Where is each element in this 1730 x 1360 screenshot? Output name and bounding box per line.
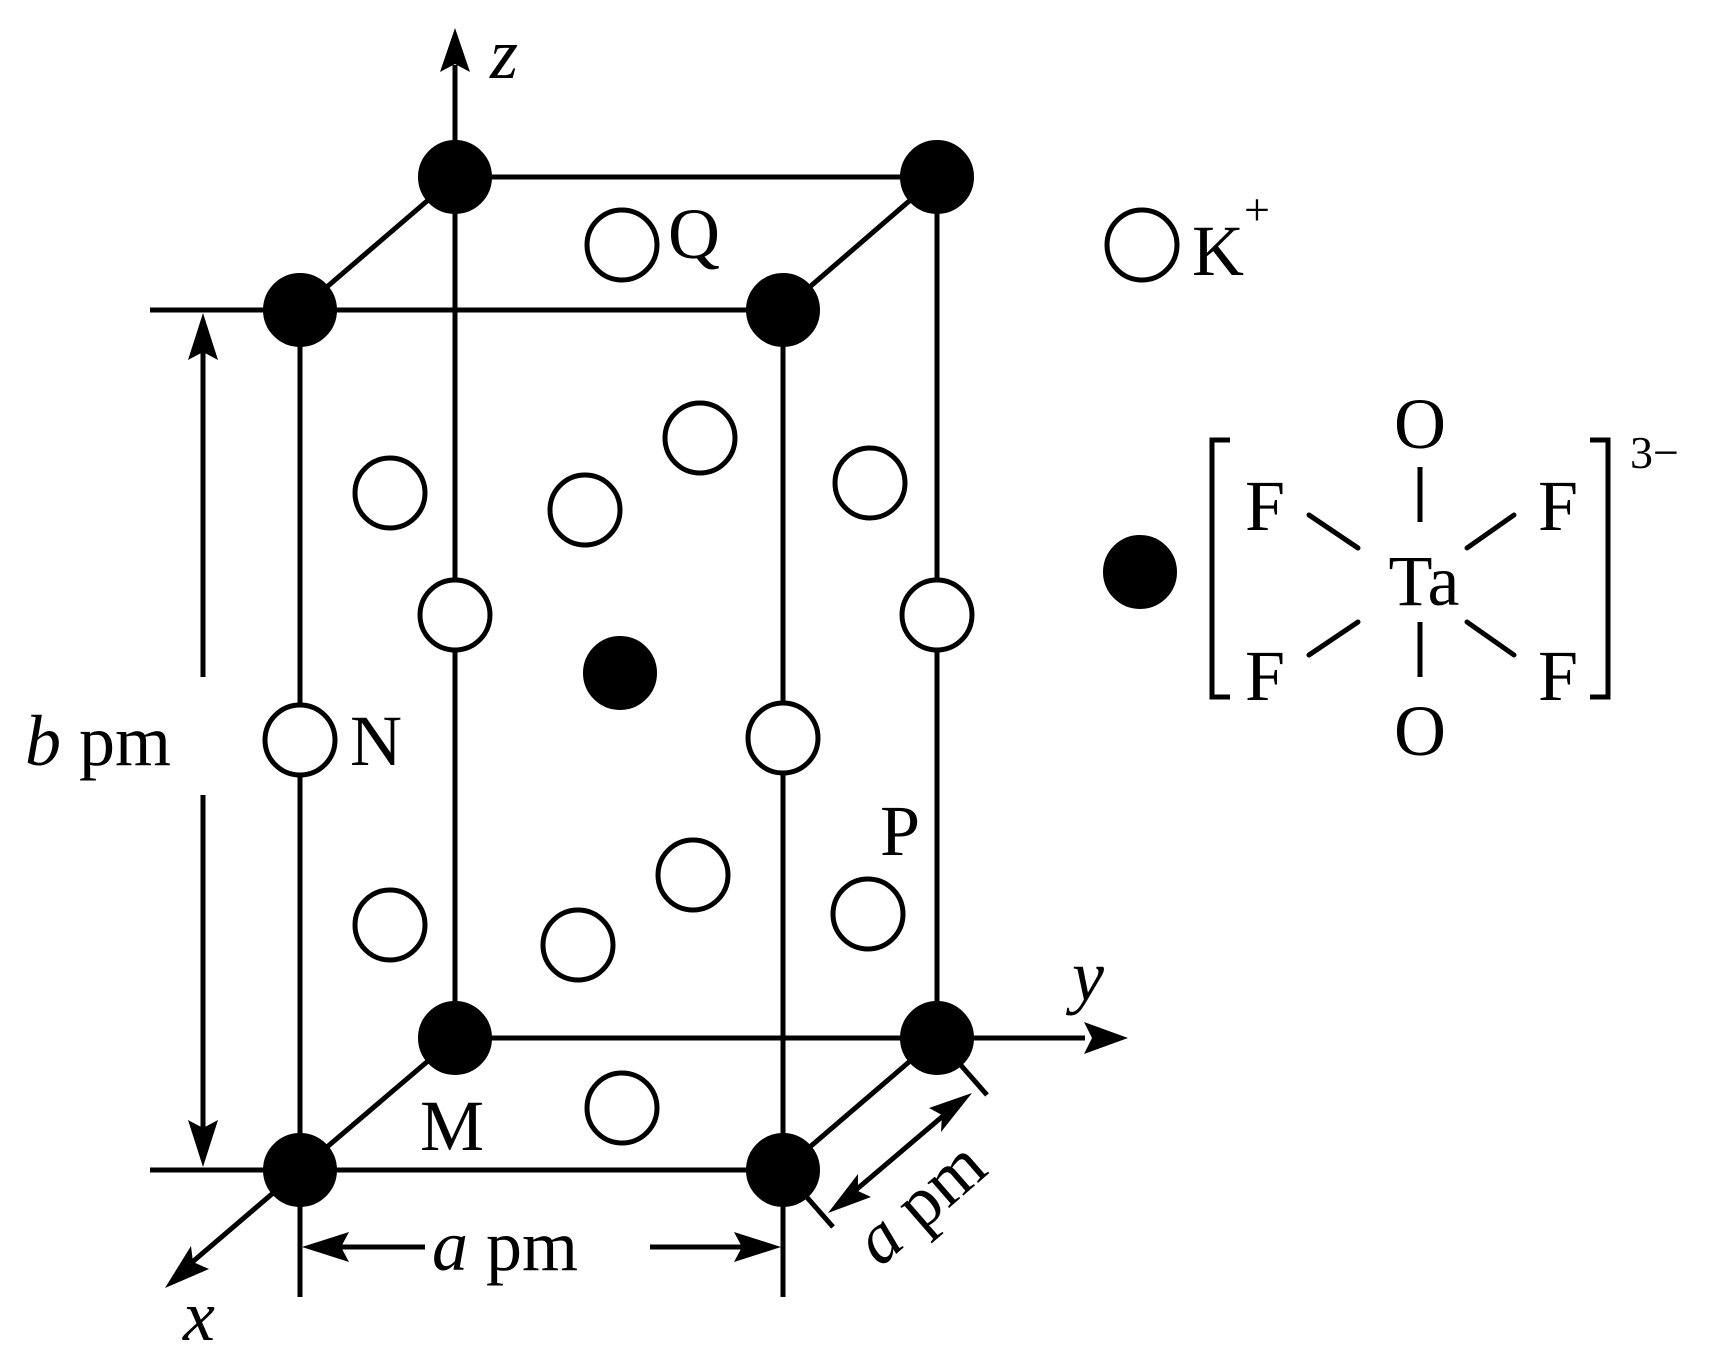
axes: z y x [165, 14, 1128, 1356]
legend-ligand-top: O [1394, 384, 1446, 464]
k-ion-left-edge-front [262, 702, 338, 778]
k-ions [262, 207, 975, 1146]
legend-bond-upper-right [1464, 512, 1517, 551]
k-ion-interior-2 [547, 472, 623, 548]
x-axis-arrowhead [165, 1246, 209, 1288]
complex-ion-corner-front-bottom-right [746, 1133, 820, 1207]
k-ion-interior-3 [662, 400, 738, 476]
width-arrow-left-head [302, 1232, 349, 1262]
legend-k-label: K+ [1192, 184, 1270, 291]
height-arrow-up-head [188, 313, 218, 360]
legend-complex-charge: 3− [1630, 427, 1679, 478]
legend-ligand-upper-left: F [1245, 466, 1285, 546]
complex-ions [263, 140, 974, 1207]
complex-ion-corner-front-bottom-left [263, 1133, 337, 1207]
legend-bracket-left [1209, 437, 1230, 700]
y-axis-label: y [1065, 936, 1104, 1016]
k-ion-top-face [584, 207, 660, 283]
legend-bond-upper-left [1306, 512, 1361, 551]
dimension-width: a pm [297, 1170, 786, 1297]
complex-ion-corner-front-top-left [263, 273, 337, 347]
legend-bond-lower-left [1306, 619, 1361, 658]
point-label-q: Q [668, 194, 720, 274]
dimension-height: b pm [25, 313, 218, 1167]
k-ion-bottom-face [584, 1070, 660, 1146]
legend-ligand-upper-right: F [1538, 466, 1578, 546]
complex-ion-corner-back-top-right [900, 140, 974, 214]
legend-complex-symbol [1103, 535, 1177, 609]
k-ion-interior-8 [830, 876, 906, 952]
width-label: a pm [432, 1206, 578, 1286]
point-label-n: N [350, 701, 402, 781]
k-ion-right-edge-back [899, 577, 975, 653]
complex-ion-body-center [583, 636, 657, 710]
width-arrow-right-head [734, 1232, 781, 1262]
height-arrow-down-head [188, 1120, 218, 1167]
legend-ligand-lower-left: F [1245, 636, 1285, 716]
z-axis-label: z [489, 14, 518, 94]
legend-ligand-bottom: O [1394, 691, 1446, 771]
z-axis-arrowhead [440, 28, 470, 72]
k-ion-left-edge-back [417, 577, 493, 653]
point-label-p: P [880, 791, 920, 871]
legend-ligand-lower-right: F [1538, 636, 1578, 716]
height-label: b pm [25, 701, 171, 781]
legend-bracket-right [1590, 437, 1611, 700]
k-ion-interior-4 [832, 445, 908, 521]
legend: K+ O Ta O F F F F 3− [1103, 184, 1679, 771]
complex-ion-corner-back-bottom-right [900, 1001, 974, 1075]
complex-ion-corner-front-top-right [746, 273, 820, 347]
complex-ion-corner-back-top-left [418, 140, 492, 214]
y-axis-arrowhead [1084, 1022, 1128, 1054]
x-axis-label: x [182, 1276, 215, 1356]
depth-arrow-head-back [929, 1093, 972, 1132]
point-label-m: M [420, 1086, 484, 1166]
depth-label: a pm [838, 1124, 1001, 1280]
complex-ion-corner-back-bottom-left [418, 1001, 492, 1075]
legend-bond-lower-right [1464, 619, 1517, 658]
k-ion-interior-6 [540, 907, 616, 983]
k-ion-interior-5 [352, 887, 428, 963]
k-ion-interior-1 [352, 455, 428, 531]
point-labels: Q N P M [350, 194, 920, 1166]
legend-k-symbol [1104, 207, 1180, 283]
legend-center-atom: Ta [1389, 541, 1460, 621]
depth-arrow-head-front [828, 1174, 871, 1213]
depth-arrow-line [848, 1108, 952, 1197]
k-ion-right-edge-front [745, 700, 821, 776]
k-ion-interior-7 [655, 837, 731, 913]
